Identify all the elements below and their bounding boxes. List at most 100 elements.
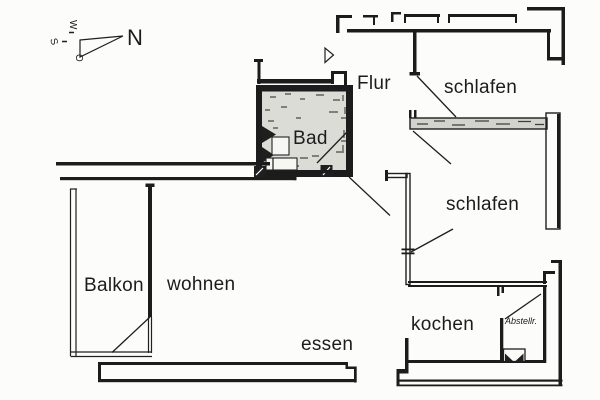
compass-tick-marks <box>62 31 74 43</box>
bad-wc-fixture <box>265 157 298 171</box>
door-swing-schlafen-ost <box>412 130 452 165</box>
flur-west-structures <box>254 46 347 85</box>
flur-west-wall <box>257 61 261 84</box>
door-swing-schlafen-ost-west <box>410 228 454 253</box>
wall-hinge-tick-a <box>401 248 415 251</box>
compass-west-label: W <box>67 20 78 30</box>
north-wall-right-top <box>527 7 565 11</box>
hatched-wall-tick-1 <box>409 110 412 118</box>
bad-wall-left <box>256 85 262 177</box>
door-swing-bad <box>316 131 348 164</box>
room-label-balkon: Balkon <box>84 275 144 296</box>
stub-hinge-tick <box>385 170 388 181</box>
bad-corner-block-left-mark <box>255 167 264 176</box>
wohnen-north-wall-lower <box>60 177 296 181</box>
kochen-south-wall-inner <box>396 384 563 387</box>
south-wall-right-cap <box>354 366 357 383</box>
compass-north-label: N <box>127 25 143 50</box>
bad-wall-bottom <box>256 170 353 177</box>
south-wall-left-cap <box>98 362 101 382</box>
bad-fixture-wedge-1 <box>262 126 276 143</box>
kochen-east-wall-top <box>551 260 562 263</box>
abstell-hinge-tick-b <box>501 287 504 293</box>
kochen-walls <box>396 260 563 387</box>
kochen-east-wall <box>558 260 562 385</box>
window-segment <box>391 12 401 15</box>
compass-south-label: S <box>47 37 59 47</box>
bad-north-notch-top <box>331 71 347 74</box>
bad-fixture-wedge-2 <box>262 147 274 163</box>
bad-wall-right <box>346 85 353 177</box>
kochen-east-hook-h <box>543 271 555 274</box>
hatched-wall-dashes <box>417 120 544 126</box>
kochen-west-foot-drop <box>396 369 400 386</box>
bad-wall-top <box>256 85 353 92</box>
hatched-wall <box>409 110 548 130</box>
schlafen-ost-south-wall-inner <box>408 285 547 287</box>
room-label-schlafen-ost: schlafen <box>446 194 519 215</box>
compass: N W S O <box>47 20 143 62</box>
window-tick <box>373 15 375 25</box>
wohnen-north-wall-jog <box>293 170 297 181</box>
balkon-divider-cap <box>145 183 155 187</box>
door-swing-entry <box>348 176 391 216</box>
window-tick <box>515 14 517 23</box>
north-wall <box>336 7 565 65</box>
window-segment <box>404 14 440 17</box>
door-swing-abstell <box>504 293 542 320</box>
flur-divider-hinge-cap <box>409 72 420 76</box>
room-label-wohnen: wohnen <box>166 274 235 295</box>
wohnen-north-wall <box>56 162 391 216</box>
balkon-walls <box>69 183 155 358</box>
compass-east-label: O <box>73 54 84 62</box>
schlafen-ost-west-wall <box>405 172 411 286</box>
east-wall-upper <box>561 7 565 65</box>
south-wall-step-v <box>345 362 348 369</box>
window-tick <box>391 12 394 22</box>
wohnen-north-wall-east <box>293 170 353 174</box>
window-tick <box>437 14 439 23</box>
bad-north-outer-wall <box>257 79 334 84</box>
abstell-fixture-corner-right <box>515 353 524 361</box>
balkon-wohnen-divider <box>148 187 152 317</box>
window-tick <box>404 14 406 23</box>
flur-divider <box>413 31 417 74</box>
schlafen-ost-walls <box>385 112 561 287</box>
bad-north-notch-right <box>344 71 347 85</box>
abstell-fixture-corner-left <box>505 353 513 361</box>
wohnen-north-wall-upper <box>56 162 270 166</box>
schlafen-ost-window-outer-edge <box>557 114 561 228</box>
abstell-east-wall <box>543 287 547 363</box>
bad-room <box>254 85 353 178</box>
kochen-south-wall-outer <box>396 379 563 382</box>
schlafen-ost-south-wall-outer <box>408 281 547 283</box>
room-label-flur: Flur <box>357 73 391 94</box>
corner-niche-inner <box>547 31 550 60</box>
abstell-hinge-tick-a <box>497 287 500 296</box>
corner-niche-bottom <box>547 57 565 61</box>
north-wall-inner-line <box>347 29 551 33</box>
window-segment <box>448 14 517 17</box>
abstell-west-wall <box>500 318 504 363</box>
compass-needle <box>79 35 124 58</box>
door-swing-schlafen-nord <box>416 75 457 118</box>
north-wall-left-return <box>336 15 340 33</box>
bad-stipple-marks <box>265 93 348 167</box>
room-label-kochen: kochen <box>411 314 474 335</box>
room-label-bad: Bad <box>293 128 328 149</box>
window-segment <box>363 15 378 18</box>
kochen-west-wall <box>405 338 409 371</box>
kochen-inner-south-line <box>408 360 503 363</box>
door-direction-triangle-icon <box>324 46 335 64</box>
door-swing-balkon <box>111 316 151 353</box>
kochen-east-hook-v <box>543 271 546 284</box>
south-wall-top-line <box>98 362 348 365</box>
flur-wall-cap <box>254 59 263 62</box>
flur-divider-wall <box>409 31 457 118</box>
hatched-wall-body <box>409 117 548 130</box>
north-wall-left-stub <box>336 15 352 18</box>
room-label-abstell: Abstellr. <box>504 316 537 326</box>
south-wall-step-h <box>345 366 357 369</box>
